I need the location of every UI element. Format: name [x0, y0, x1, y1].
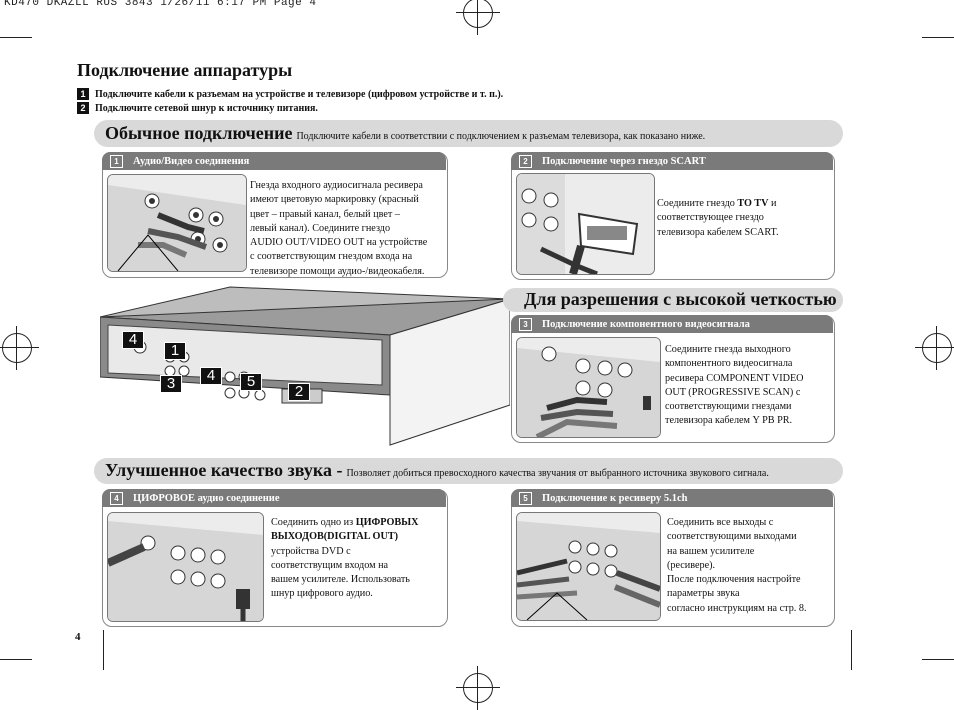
text-span: Соедините гнездо — [657, 198, 738, 209]
text-line: Соединить все выходы с — [667, 517, 774, 528]
panel-number: 5 — [519, 491, 532, 505]
panel-tab: 2 Подключение через гнездо SCART — [511, 152, 833, 170]
page-number: 4 — [75, 631, 81, 643]
text-line: OUT (PROGRESSIVE SCAN) с — [665, 386, 801, 398]
text-line: ресивера COMPONENT VIDEO — [665, 372, 804, 384]
step-2: 2 Подключите сетевой шнур к источнику пи… — [77, 102, 318, 114]
device-rear-illustration: 4 1 3 4 5 2 — [99, 285, 511, 450]
panel-receiver-text: Соединить все выходы с соответствующими … — [667, 516, 831, 616]
panel-number: 3 — [519, 317, 532, 331]
crop-mark — [922, 659, 954, 660]
digital-audio-illustration — [107, 512, 264, 622]
step-number: 2 — [77, 102, 89, 114]
av-connection-illustration — [107, 174, 247, 272]
panel-tab: 4 ЦИФРОВОЕ аудио соединение — [102, 489, 446, 507]
text-line: (ресивере). — [667, 559, 716, 571]
step-text: Подключите кабели к разъемам на устройст… — [95, 88, 504, 100]
text-line: согласно инструкциям на стр. 8. — [667, 602, 807, 614]
crop-mark — [103, 630, 104, 670]
panel-component-text: Соедините гнезда выходного компонентного… — [665, 343, 831, 429]
text-line: устройства DVD с — [271, 545, 351, 557]
callout-label: 1 — [164, 342, 186, 360]
text-span: Соединить одно из — [271, 517, 356, 528]
text-line: Соедините гнезда выходного — [665, 344, 791, 355]
print-header: KD470 DKAZLL RUS 3843 1/26/11 6:17 PM Pa… — [4, 0, 317, 9]
component-video-illustration — [516, 337, 661, 438]
panel-number: 1 — [110, 154, 123, 168]
text-line: Гнезда входного аудиосигнала ресивера — [250, 180, 423, 191]
text-line: вашем усилителе. Использовать — [271, 574, 410, 586]
text-line: имеют цветовую маркировку (красный — [250, 194, 419, 206]
panel-title: Подключение компонентного видеосигнала — [542, 318, 750, 330]
panel-number: 4 — [110, 491, 123, 505]
text-line: После подключения настройте — [667, 574, 801, 586]
text-span-bold: ВЫХОДОВ(DIGITAL OUT) — [271, 531, 399, 543]
panel-title: Аудио/Видео соединения — [133, 155, 250, 167]
scart-connection-illustration — [516, 173, 655, 275]
callout-label: 4 — [122, 331, 144, 349]
text-line: телевизора кабелем Y PB PR. — [665, 415, 793, 427]
section-title: Обычное подключение — [105, 123, 293, 143]
section-description: Подключите кабели в соответствии с подкл… — [296, 131, 706, 142]
registration-mark — [0, 326, 39, 370]
text-span-bold: TO TV — [737, 198, 769, 209]
text-line: параметры звука — [667, 588, 740, 600]
section-banner-normal: Обычное подключение Подключите кабели в … — [94, 120, 843, 147]
text-line: телевизоре помощи аудио-/видеокабеля. — [250, 265, 425, 277]
text-line: соответствующими гнездами — [665, 401, 792, 413]
text-line: компонентного видеосигнала — [665, 358, 793, 370]
text-line: с соответствующим гнездом входа на — [250, 251, 413, 263]
text-line: цвет – правый канал, белый цвет – — [250, 208, 400, 220]
callout-label: 4 — [200, 367, 222, 385]
crop-mark — [922, 37, 954, 38]
panel-tab: 3 Подключение компонентного видеосигнала — [511, 315, 833, 333]
panel-av-text: Гнезда входного аудиосигнала ресивера им… — [250, 179, 444, 279]
panel-tab: 5 Подключение к ресиверу 5.1ch — [511, 489, 833, 507]
section-description: Позволяет добиться превосходного качеств… — [346, 468, 769, 479]
panel-title: Подключение к ресиверу 5.1ch — [542, 492, 688, 504]
text-line: соответствующее гнездо — [657, 212, 764, 224]
callout-label: 3 — [160, 375, 182, 393]
text-line: соответствующими выходами — [667, 531, 797, 543]
text-line: ВЫХОДОВ(DIGITAL OUT) — [271, 530, 444, 544]
text-line: Соедините гнездо TO TV и — [657, 197, 829, 211]
page-title: Подключение аппаратуры — [77, 60, 293, 80]
text-line: соответствущим входом на — [271, 559, 389, 571]
text-span: и — [768, 198, 777, 209]
step-number: 1 — [77, 88, 89, 100]
panel-scart-text: Соедините гнездо TO TV и соответствующее… — [657, 197, 829, 240]
panel-digital-text: Соединить одно из ЦИФРОВЫХ ВЫХОДОВ(DIGIT… — [271, 516, 444, 602]
section-title: Для разрешения с высокой четкостью — [524, 289, 837, 309]
step-text: Подключите сетевой шнур к источнику пита… — [95, 102, 318, 114]
text-line: AUDIO OUT/VIDEO OUT на устройстве — [250, 237, 428, 249]
text-line: левый канал). Соедините гнездо — [250, 222, 391, 234]
panel-title: Подключение через гнездо SCART — [542, 155, 706, 167]
crop-mark — [0, 659, 32, 660]
step-1: 1 Подключите кабели к разъемам на устрой… — [77, 88, 503, 100]
panel-number: 2 — [519, 154, 532, 168]
crop-mark — [851, 630, 852, 670]
receiver-51-illustration — [516, 512, 661, 621]
registration-mark — [456, 666, 500, 710]
panel-title: ЦИФРОВОЕ аудио соединение — [133, 492, 280, 504]
text-line: Соединить одно из ЦИФРОВЫХ — [271, 516, 444, 530]
registration-mark — [456, 0, 500, 35]
panel-tab: 1 Аудио/Видео соединения — [102, 152, 446, 170]
section-banner-sound: Улучшенное качество звука - Позволяет до… — [94, 458, 843, 484]
callout-label: 2 — [288, 383, 310, 401]
registration-mark — [915, 326, 954, 370]
callout-label: 5 — [240, 373, 262, 391]
section-title: Улучшенное качество звука - — [105, 460, 343, 480]
text-line: на вашем усилителе — [667, 545, 755, 557]
text-line: телевизора кабелем SCART. — [657, 226, 779, 238]
section-banner-hd: Для разрешения с высокой четкостью — [503, 288, 843, 312]
text-line: шнур цифрового аудио. — [271, 588, 373, 600]
crop-mark — [0, 37, 32, 38]
text-span-bold: ЦИФРОВЫХ — [355, 517, 419, 528]
